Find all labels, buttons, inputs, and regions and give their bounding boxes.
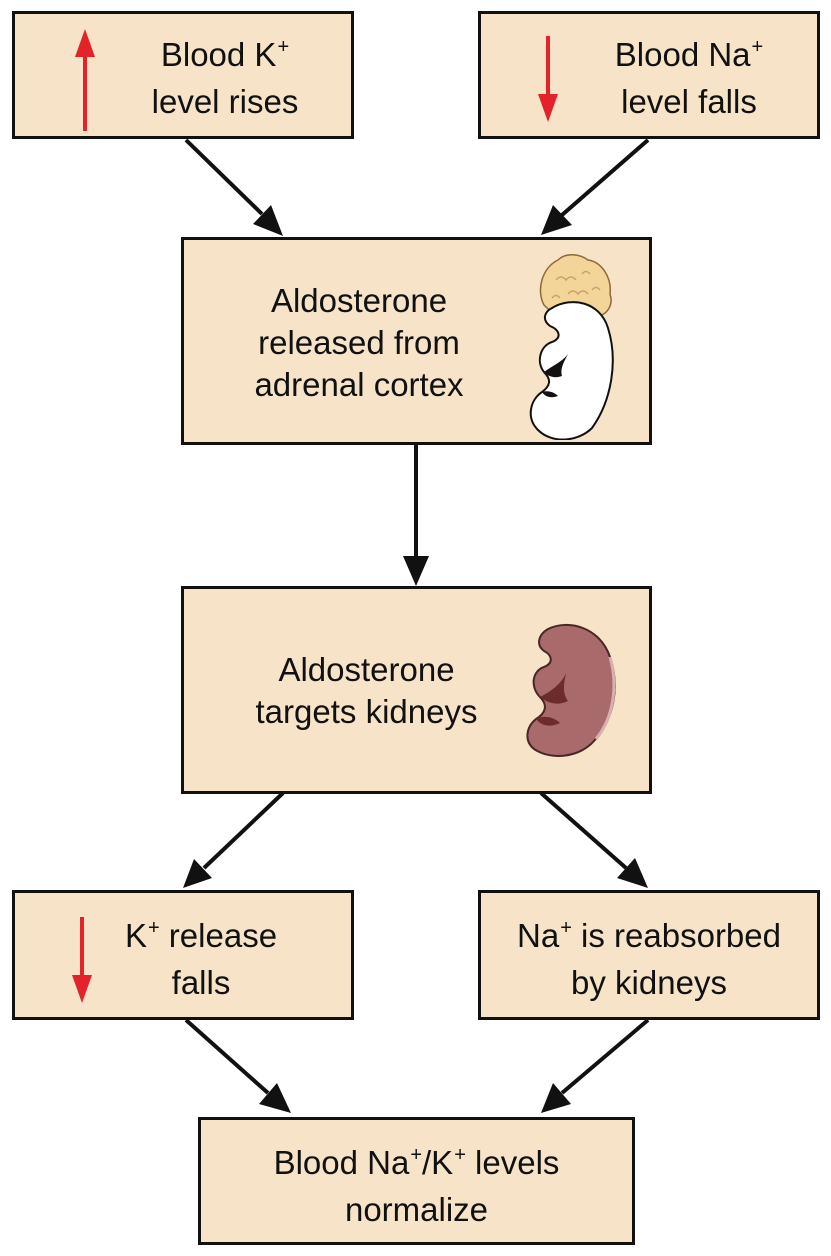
node-blood-k-rises-label: Blood K+ level rises: [151, 36, 299, 120]
adrenal-gland-on-kidney-icon: [529, 254, 614, 440]
edge-k-release-falls-to-normalize: [184, 1018, 270, 1095]
edge-targets-to-na-reabsorbed-arrowhead: [617, 858, 648, 888]
up-arrow-icon: [75, 29, 95, 131]
edge-targets-to-k-release-falls: [202, 791, 285, 870]
node-aldosterone-released-label: Aldosterone released from adrenal cortex: [254, 282, 464, 403]
edge-k-release-falls-to-normalize-arrowhead: [259, 1083, 291, 1113]
edge-targets-to-na-reabsorbed: [539, 791, 628, 870]
node-levels-normalize: Blood Na+/K+ levels normalize: [198, 1117, 635, 1245]
node-na-reabsorbed-label: Na+ is reabsorbed by kidneys: [517, 917, 781, 1001]
node-k-release-falls-label: K+ release falls: [124, 917, 278, 1001]
down-arrow-icon: [72, 917, 92, 1003]
down-arrow-icon: [538, 36, 558, 122]
node-k-release-falls: K+ release falls: [12, 890, 354, 1020]
edge-na-reabsorbed-to-normalize: [560, 1018, 650, 1095]
node-blood-na-falls: Blood Na+ level falls: [478, 11, 820, 139]
node-aldosterone-released: Aldosterone released from adrenal cortex: [181, 237, 652, 445]
edge-na-falls-to-aldosterone-released: [560, 138, 650, 217]
edge-k-rises-to-aldosterone-released: [184, 138, 264, 216]
node-na-reabsorbed: Na+ is reabsorbed by kidneys: [478, 890, 820, 1020]
node-aldosterone-targets: Aldosterone targets kidneys: [181, 586, 652, 794]
edge-targets-to-k-release-falls-arrowhead: [183, 859, 212, 888]
edge-na-falls-arrowhead: [541, 205, 572, 235]
edge-released-to-targets-arrowhead: [403, 556, 429, 586]
edge-k-rises-arrowhead: [253, 205, 283, 236]
edge-na-reabsorbed-to-normalize-arrowhead: [541, 1083, 571, 1113]
node-aldosterone-targets-label: Aldosterone targets kidneys: [255, 651, 478, 730]
node-blood-na-falls-label: Blood Na+ level falls: [614, 36, 764, 120]
node-levels-normalize-label: Blood Na+/K+ levels normalize: [273, 1144, 560, 1228]
kidney-icon: [526, 623, 616, 757]
node-blood-k-rises: Blood K+ level rises: [12, 11, 354, 139]
